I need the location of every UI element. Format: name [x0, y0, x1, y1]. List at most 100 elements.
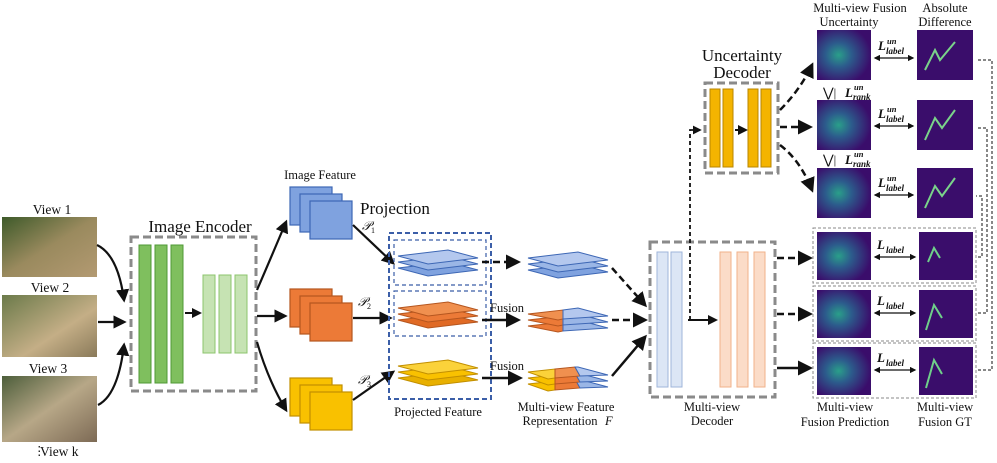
mv-decoder-layer-3 — [719, 251, 732, 388]
svg-text:rank: rank — [853, 92, 871, 102]
encoder-layer-5 — [218, 274, 232, 354]
svg-text:un: un — [887, 173, 897, 183]
arrow-mvfeat-decoder-1 — [611, 267, 647, 308]
arrow-encoder-feature-blue — [255, 219, 288, 291]
mv-decoder-layer-5 — [753, 251, 766, 388]
col-header-absolute-line2: Difference — [918, 15, 972, 29]
mv-decoder-layer-2 — [670, 251, 683, 388]
encoder-layer-1 — [138, 244, 152, 384]
encoder-box — [129, 235, 258, 393]
col-label-gt-line2: Fusion GT — [918, 415, 972, 429]
view-3-label: View 3 — [29, 361, 68, 376]
svg-text:L: L — [876, 293, 885, 308]
feedback-lines — [976, 59, 993, 371]
encoder-title: Image Encoder — [148, 217, 252, 236]
svg-text:L: L — [877, 175, 886, 190]
col-header-absolute-line1: Absolute — [922, 1, 968, 15]
col-label-prediction-line2: Fusion Prediction — [801, 415, 890, 429]
gt-map-2-blob — [925, 302, 943, 331]
svg-text:⋁|: ⋁| — [822, 152, 836, 167]
image-feature-label: Image Feature — [284, 168, 356, 182]
rank-loss-2: ⋁| L un rank — [822, 149, 871, 169]
view-1-label: View 1 — [33, 202, 72, 217]
arrow-view1-encoder — [96, 244, 130, 303]
unc-decoder-layer-3 — [747, 88, 759, 168]
uncertainty-decoder-label-line2: Decoder — [713, 63, 771, 82]
arrow-proj-yellow — [352, 370, 396, 401]
svg-text:label: label — [886, 183, 904, 193]
mv-decoder-label-line2: Decoder — [691, 414, 734, 428]
svg-text:label: label — [886, 46, 904, 56]
abs-diff-map-2-blob — [924, 109, 956, 141]
mv-feature-label-line1: Multi-view Feature — [518, 400, 615, 414]
mv-decoder-layer-1 — [656, 251, 669, 388]
arrow-unc-map-3 — [779, 144, 815, 193]
image-feature-blue-stack — [289, 186, 353, 240]
projected-feature-label: Projected Feature — [394, 405, 482, 419]
arrow-to-uncertainty-decoder — [689, 125, 702, 320]
proj-sub-3: 3 — [367, 380, 371, 389]
proj-sub-1: 1 — [371, 226, 375, 235]
loss-label-2: L label — [876, 293, 904, 311]
col-label-prediction-line1: Multi-view — [817, 400, 873, 414]
fusion-label-1: Fusion — [490, 301, 525, 315]
unc-decoder-layer-1 — [709, 88, 721, 168]
mv-feature-blue-planes — [527, 251, 609, 279]
view-1-image — [2, 217, 97, 277]
mv-decoder-layer-4 — [736, 251, 749, 388]
arrow-proj-blue — [352, 224, 395, 265]
svg-text:label: label — [886, 245, 904, 255]
svg-text:rank: rank — [853, 159, 871, 169]
svg-text:label: label — [886, 114, 904, 124]
svg-text:L: L — [876, 350, 885, 365]
proj-sub-2: 2 — [367, 302, 371, 311]
unc-decoder-layer-4 — [760, 88, 772, 168]
svg-text:⋁|: ⋁| — [822, 85, 836, 100]
pred-row-box-3 — [812, 342, 977, 399]
uncertainty-decoder-label-line1: Uncertainty — [702, 46, 783, 65]
view-ellipsis: ⋮ — [33, 444, 46, 458]
mv-feature-orange-blue-planes — [527, 307, 609, 333]
svg-text:L: L — [844, 85, 853, 100]
svg-text:L: L — [844, 152, 853, 167]
encoder-layer-4 — [202, 274, 216, 354]
projected-blue-planes — [397, 249, 479, 277]
col-header-uncertainty-line2: Uncertainty — [819, 15, 879, 29]
view-2-image — [2, 295, 97, 357]
abs-diff-map-3-blob — [924, 177, 956, 209]
projected-orange-planes — [397, 301, 479, 329]
encoder-layer-2 — [154, 244, 168, 384]
svg-text:L: L — [877, 106, 886, 121]
mv-decoder-box — [648, 240, 777, 399]
uncertainty-decoder-box — [703, 81, 780, 175]
mv-feature-symbol: F — [604, 414, 613, 428]
svg-text:L: L — [876, 237, 885, 252]
uncertainty-map-3 — [817, 168, 871, 218]
loss-label-3: L label — [876, 350, 904, 368]
svg-text:label: label — [886, 301, 904, 311]
gt-map-1-blob — [927, 245, 941, 263]
projected-orange-box — [393, 290, 487, 337]
fusion-label-2: Fusion — [490, 359, 525, 373]
pred-row-box-2 — [812, 285, 977, 342]
svg-text:L: L — [877, 38, 886, 53]
arrow-mvfeat-decoder-3 — [611, 334, 647, 377]
loss-label-un-1: L un label — [877, 36, 904, 56]
encoder-layer-3 — [170, 244, 184, 384]
projection-label: Projection — [360, 199, 430, 218]
view-k-label: View k — [40, 444, 79, 459]
arrow-encoder-feature-yellow — [255, 341, 288, 413]
gt-map-1 — [919, 232, 973, 280]
loss-label-un-3: L un label — [877, 173, 904, 193]
gt-map-2 — [919, 290, 973, 338]
rank-loss-1: ⋁| L un rank — [822, 82, 871, 102]
col-header-uncertainty-line1: Multi-view Fusion — [813, 1, 907, 15]
unc-decoder-layer-2 — [722, 88, 734, 168]
projected-yellow-planes — [397, 359, 479, 387]
view-2-label: View 2 — [31, 280, 70, 295]
mv-decoder-label-line1: Multi-view — [684, 400, 740, 414]
svg-text:un: un — [887, 36, 897, 46]
gt-map-3 — [919, 347, 973, 395]
prediction-map-3 — [817, 347, 871, 395]
